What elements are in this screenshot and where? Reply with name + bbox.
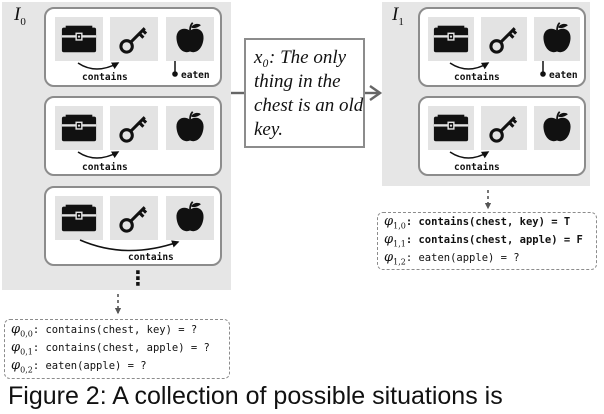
key-tile (110, 106, 158, 150)
apple-tile (166, 196, 214, 240)
right-formulas-box: φ1,0: contains(chest, key) = T φ1,1: con… (377, 212, 597, 270)
apple-tile (166, 17, 214, 61)
formula-row: φ0,2: eaten(apple) = ? (11, 358, 147, 375)
left-panel-label: I0 (14, 4, 26, 28)
contains-arrow (449, 61, 546, 77)
contains-label: contains (128, 252, 174, 263)
contains-label: contains (82, 72, 128, 83)
world-card-1-0: contains eaten (418, 7, 586, 87)
formula-row: φ0,0: contains(chest, key) = ? (11, 322, 198, 339)
eaten-label: eaten (181, 70, 210, 81)
chest-tile (55, 106, 103, 150)
key-tile (110, 196, 158, 240)
right-panel-label: I1 (392, 4, 404, 28)
observation-box: x₀: The only thing in the chest is an ol… (244, 38, 365, 148)
formula-row: φ1,1: contains(chest, apple) = F (384, 232, 583, 249)
key-tile (481, 17, 527, 61)
apple-tile (534, 106, 580, 150)
formula-row: φ1,2: eaten(apple) = ? (384, 250, 520, 267)
world-card-0-2: contains (44, 186, 222, 266)
apple-tile (534, 17, 580, 61)
observation-text: x₀: The only thing in the chest is an ol… (254, 47, 364, 140)
key-tile (110, 17, 158, 61)
eaten-label: eaten (549, 70, 578, 81)
chest-tile (428, 106, 474, 150)
contains-label: contains (454, 162, 500, 173)
contains-arrow (77, 151, 120, 159)
contains-arrow (79, 239, 180, 252)
world-card-1-1: contains (418, 96, 586, 176)
contains-label: contains (82, 162, 128, 173)
key-tile (481, 106, 527, 150)
formula-row: φ0,1: contains(chest, apple) = ? (11, 340, 210, 357)
contains-arrow (449, 151, 490, 159)
figure-caption: Figure 2: A collection of possible situa… (8, 382, 503, 410)
left-formulas-box: φ0,0: contains(chest, key) = ? φ0,1: con… (4, 319, 230, 379)
more-situations-indicator: ⋮ (128, 266, 148, 290)
formula-row: φ1,0: contains(chest, key) = T (384, 214, 571, 231)
contains-label: contains (454, 72, 500, 83)
chest-tile (428, 17, 474, 61)
apple-tile (166, 106, 214, 150)
world-card-0-0: contains eaten (44, 7, 222, 87)
world-card-0-1: contains (44, 96, 222, 176)
chest-tile (55, 17, 103, 61)
contains-arrow (77, 61, 178, 77)
chest-tile (55, 196, 103, 240)
